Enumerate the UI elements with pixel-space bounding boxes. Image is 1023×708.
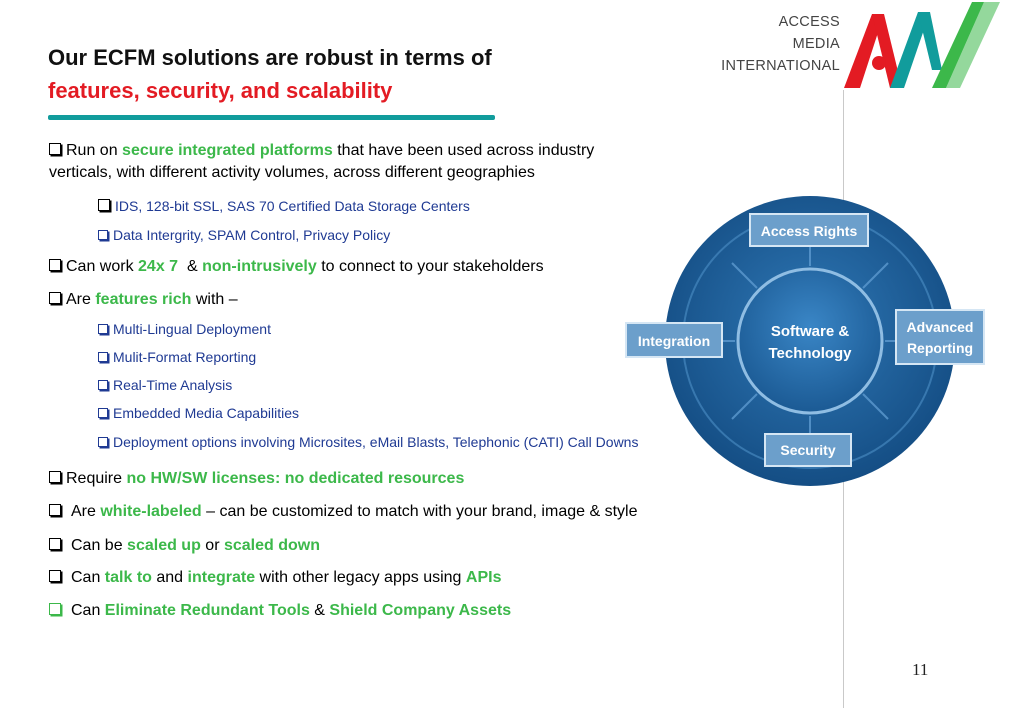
sub-bullet-data-integrity: Data Intergrity, SPAM Control, Privacy P… xyxy=(98,226,390,244)
center-label-line1: Software & xyxy=(771,323,850,340)
advanced-reporting-box xyxy=(895,309,985,365)
access-rights-label: Access Rights xyxy=(761,223,858,239)
center-gear xyxy=(736,267,884,415)
checkbox-bullet-icon xyxy=(49,143,61,155)
software-technology-diagram: Software & Technology Access Rights Inte… xyxy=(625,196,985,486)
checkbox-bullet-icon xyxy=(49,259,61,271)
bullet-white-labeled: Are white-labeled – can be customized to… xyxy=(49,501,637,523)
checkbox-bullet-icon xyxy=(49,603,61,615)
checkbox-bullet-icon xyxy=(49,538,61,550)
advanced-reporting-label-line2: Reporting xyxy=(907,340,973,356)
checkbox-bullet-icon xyxy=(98,408,108,418)
slide-subtitle: features, security, and scalability xyxy=(48,78,393,103)
sub-bullet-multiformat: Mulit-Format Reporting xyxy=(98,348,256,366)
bullet-no-licenses: Require no HW/SW licenses: no dedicated … xyxy=(49,468,464,490)
bullet-secure-platforms-cont: verticals, with different activity volum… xyxy=(49,164,535,181)
checkbox-bullet-icon xyxy=(98,352,108,362)
sub-bullet-ids-ssl: IDS, 128-bit SSL, SAS 70 Certified Data … xyxy=(98,197,470,215)
sub-bullet-multilingual: Multi-Lingual Deployment xyxy=(98,320,271,338)
bullet-scaled: Can be scaled up or scaled down xyxy=(49,535,320,557)
bullet-24x7: Can work 24x 7 & non-intrusively to conn… xyxy=(49,256,544,278)
checkbox-bullet-icon xyxy=(49,504,61,516)
checkbox-bullet-icon xyxy=(49,292,61,304)
checkbox-bullet-icon xyxy=(98,324,108,334)
title-underline xyxy=(48,115,495,120)
advanced-reporting-label-line1: Advanced xyxy=(907,319,974,335)
security-box xyxy=(764,433,852,467)
sub-bullet-realtime: Real-Time Analysis xyxy=(98,376,232,394)
bullet-talk-integrate: Can talk to and integrate with other leg… xyxy=(49,567,501,589)
checkbox-bullet-icon xyxy=(98,380,108,390)
page-number: 11 xyxy=(912,660,929,679)
ami-logo-icon xyxy=(844,2,1000,88)
checkbox-bullet-icon xyxy=(49,570,61,582)
integration-box xyxy=(625,322,723,358)
sub-bullet-embedded-media: Embedded Media Capabilities xyxy=(98,404,299,422)
logo-text-media: MEDIA xyxy=(792,36,840,52)
security-label: Security xyxy=(780,442,835,458)
checkbox-bullet-icon xyxy=(49,471,61,483)
sub-bullet-deployment-options: Deployment options involving Microsites,… xyxy=(98,433,638,451)
bullet-secure-platforms: Run on secure integrated platforms that … xyxy=(49,140,594,162)
logo-text-international: INTERNATIONAL xyxy=(721,58,840,74)
checkbox-bullet-icon xyxy=(98,437,108,447)
logo-text-access: ACCESS xyxy=(778,14,840,30)
integration-label: Integration xyxy=(638,333,710,349)
center-label-line2: Technology xyxy=(768,345,852,362)
access-rights-box xyxy=(749,213,869,247)
slide-title: Our ECFM solutions are robust in terms o… xyxy=(48,45,492,70)
checkbox-bullet-icon xyxy=(98,199,110,211)
bullet-features-rich: Are features rich with – xyxy=(49,289,238,311)
checkbox-bullet-icon xyxy=(98,230,108,240)
bullet-eliminate-tools: Can Eliminate Redundant Tools & Shield C… xyxy=(49,600,511,622)
